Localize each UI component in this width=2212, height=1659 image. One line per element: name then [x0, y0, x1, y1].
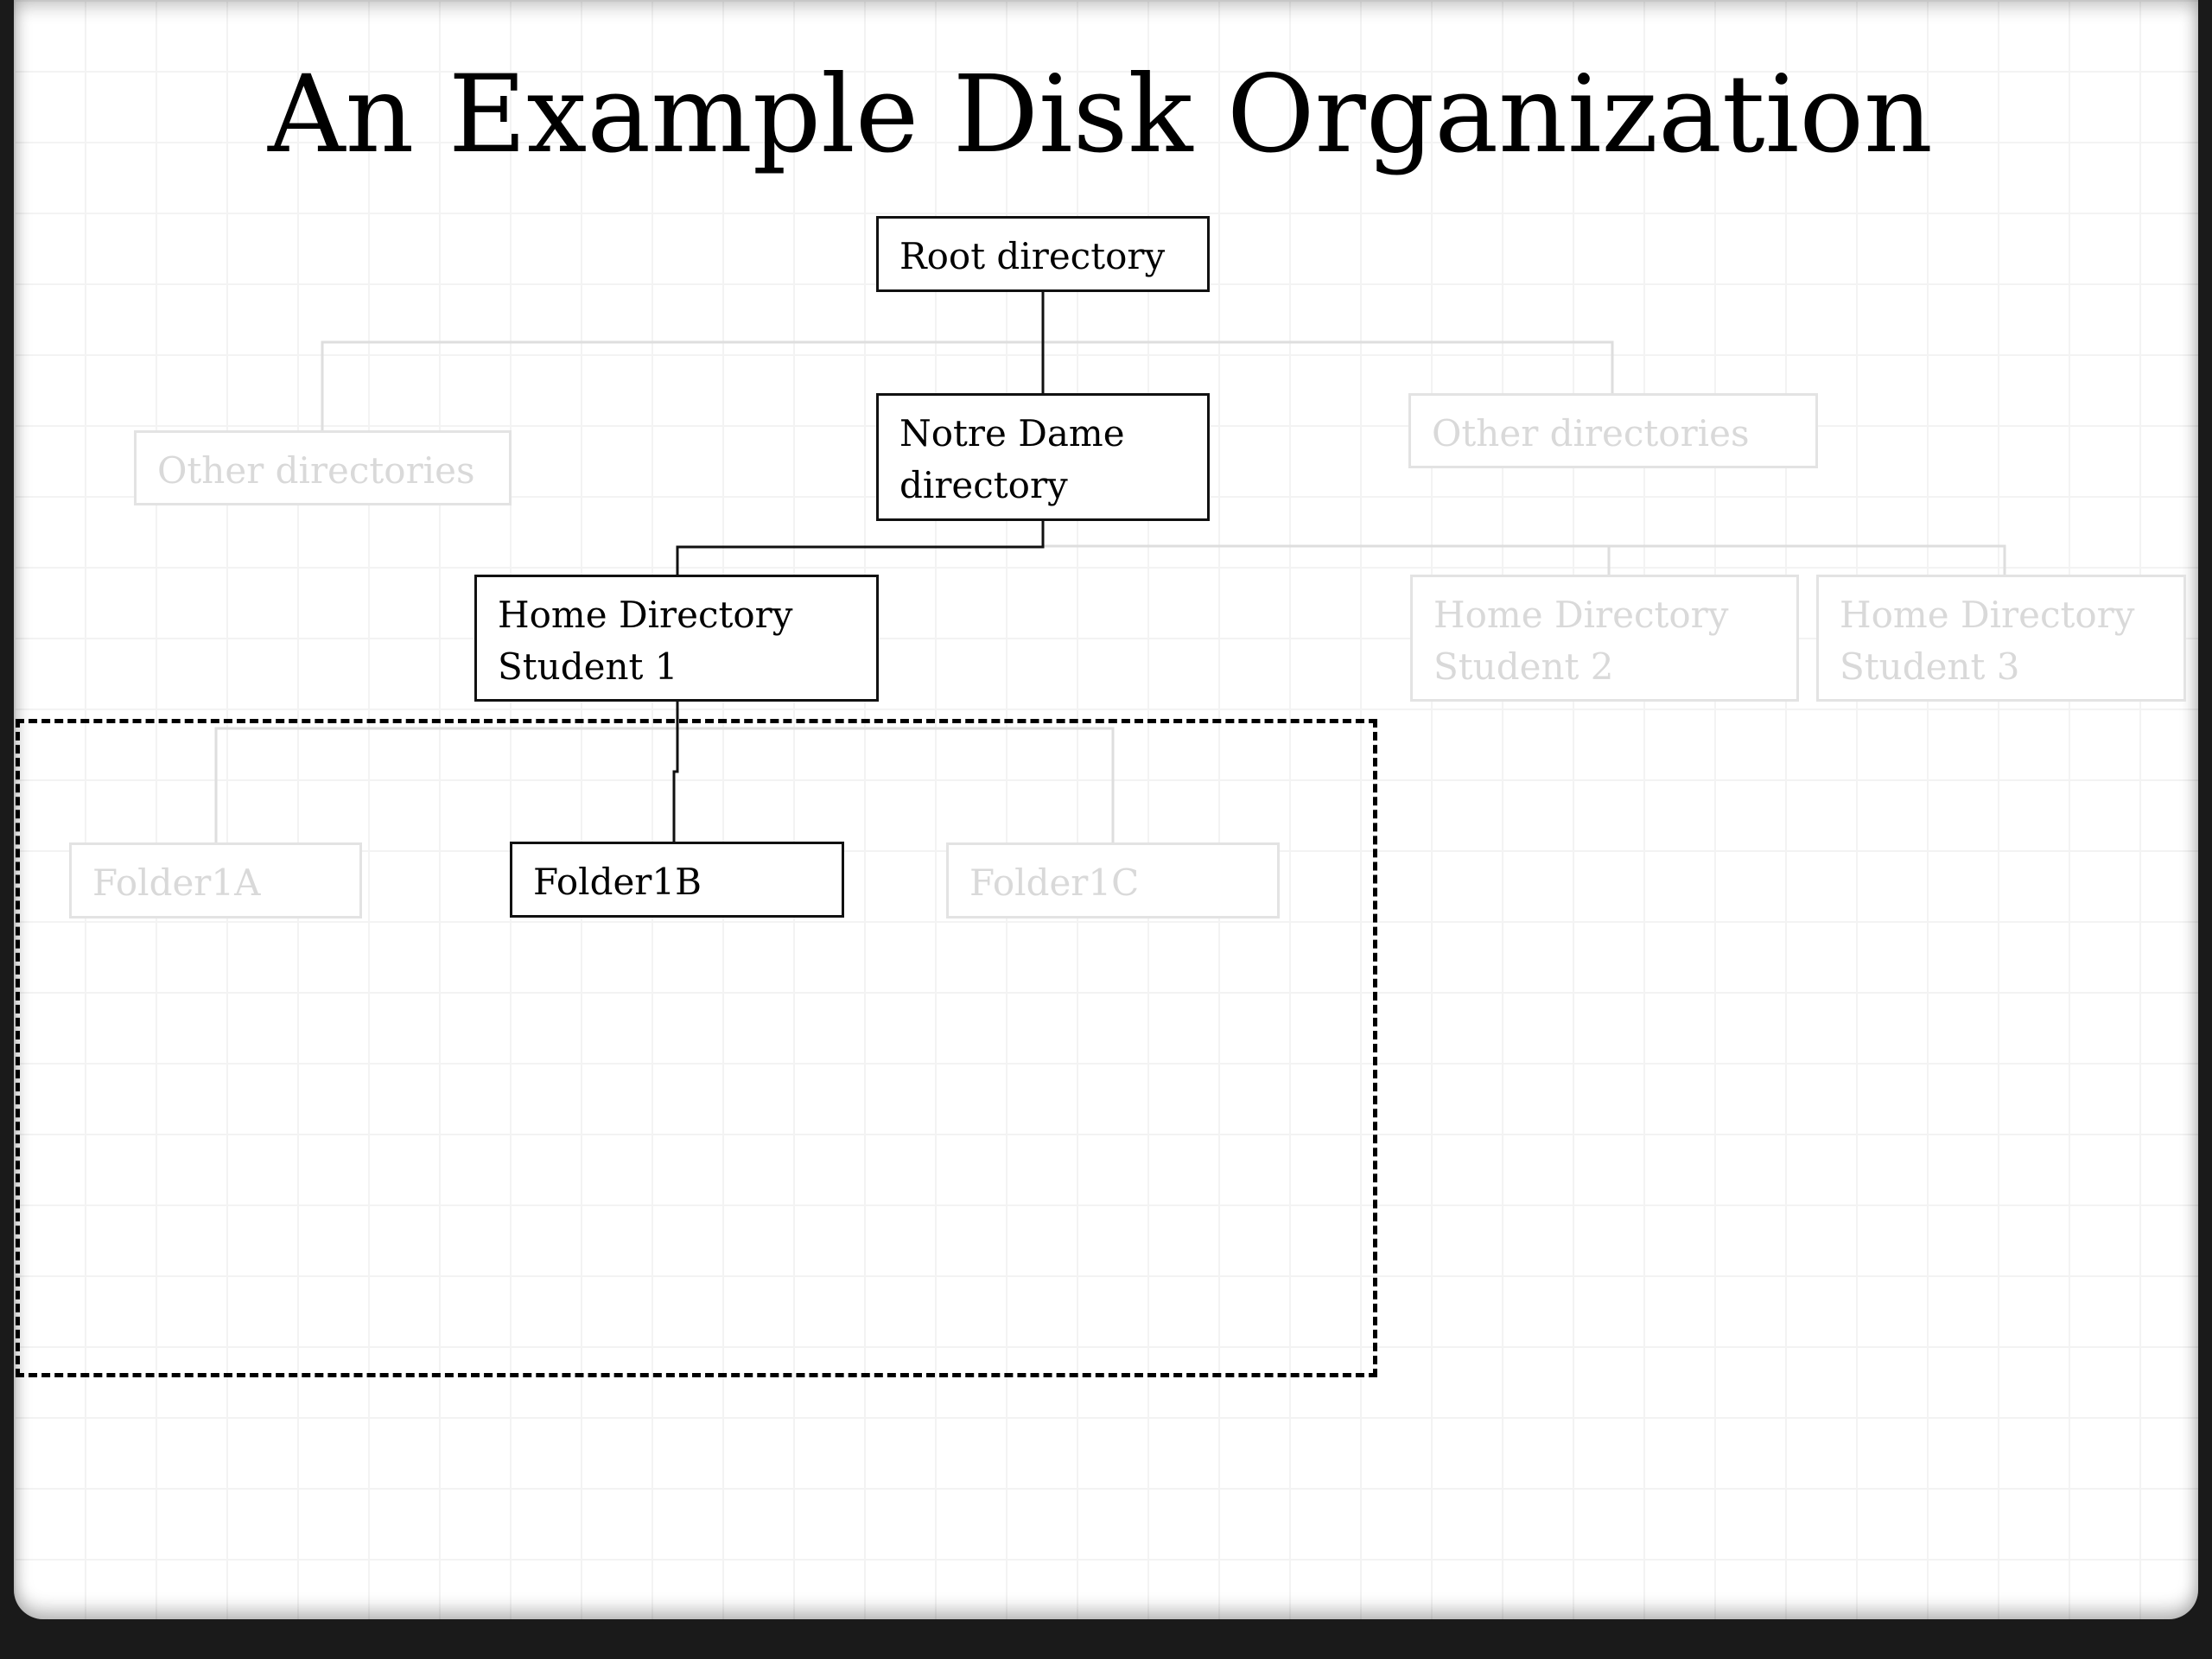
- node-home1-line1: Home Directory: [498, 594, 793, 636]
- node-root-directory: Root directory: [876, 216, 1210, 292]
- node-folder1c-label: Folder1C: [969, 861, 1140, 904]
- node-other-directories-left: Other directories: [134, 430, 512, 505]
- node-home1-line2: Student 1: [498, 645, 678, 688]
- node-home3-line1: Home Directory: [1840, 594, 2135, 636]
- node-folder1a-label: Folder1A: [92, 861, 261, 904]
- node-folder1b-label: Folder1B: [533, 861, 702, 903]
- node-home2-line1: Home Directory: [1433, 594, 1729, 636]
- node-root-label: Root directory: [899, 235, 1166, 277]
- node-notre-dame-line1: Notre Dame: [899, 412, 1125, 454]
- node-notre-dame-directory: Notre Dame directory: [876, 393, 1210, 521]
- node-home3-line2: Student 3: [1840, 645, 2020, 688]
- node-notre-dame-line2: directory: [899, 464, 1068, 506]
- slide-title: An Example Disk Organization: [268, 53, 1933, 177]
- node-home-directory-student-2: Home Directory Student 2: [1410, 575, 1799, 702]
- node-other-directories-right: Other directories: [1408, 393, 1818, 468]
- node-folder1c: Folder1C: [946, 842, 1280, 918]
- node-home2-line2: Student 2: [1433, 645, 1614, 688]
- node-home-directory-student-1: Home Directory Student 1: [474, 575, 879, 702]
- node-other-right-label: Other directories: [1432, 412, 1750, 454]
- node-home-directory-student-3: Home Directory Student 3: [1816, 575, 2186, 702]
- node-folder1b: Folder1B: [510, 842, 844, 918]
- highlight-dashed-box: [16, 719, 1377, 1377]
- node-folder1a: Folder1A: [69, 842, 362, 918]
- node-other-left-label: Other directories: [157, 449, 475, 492]
